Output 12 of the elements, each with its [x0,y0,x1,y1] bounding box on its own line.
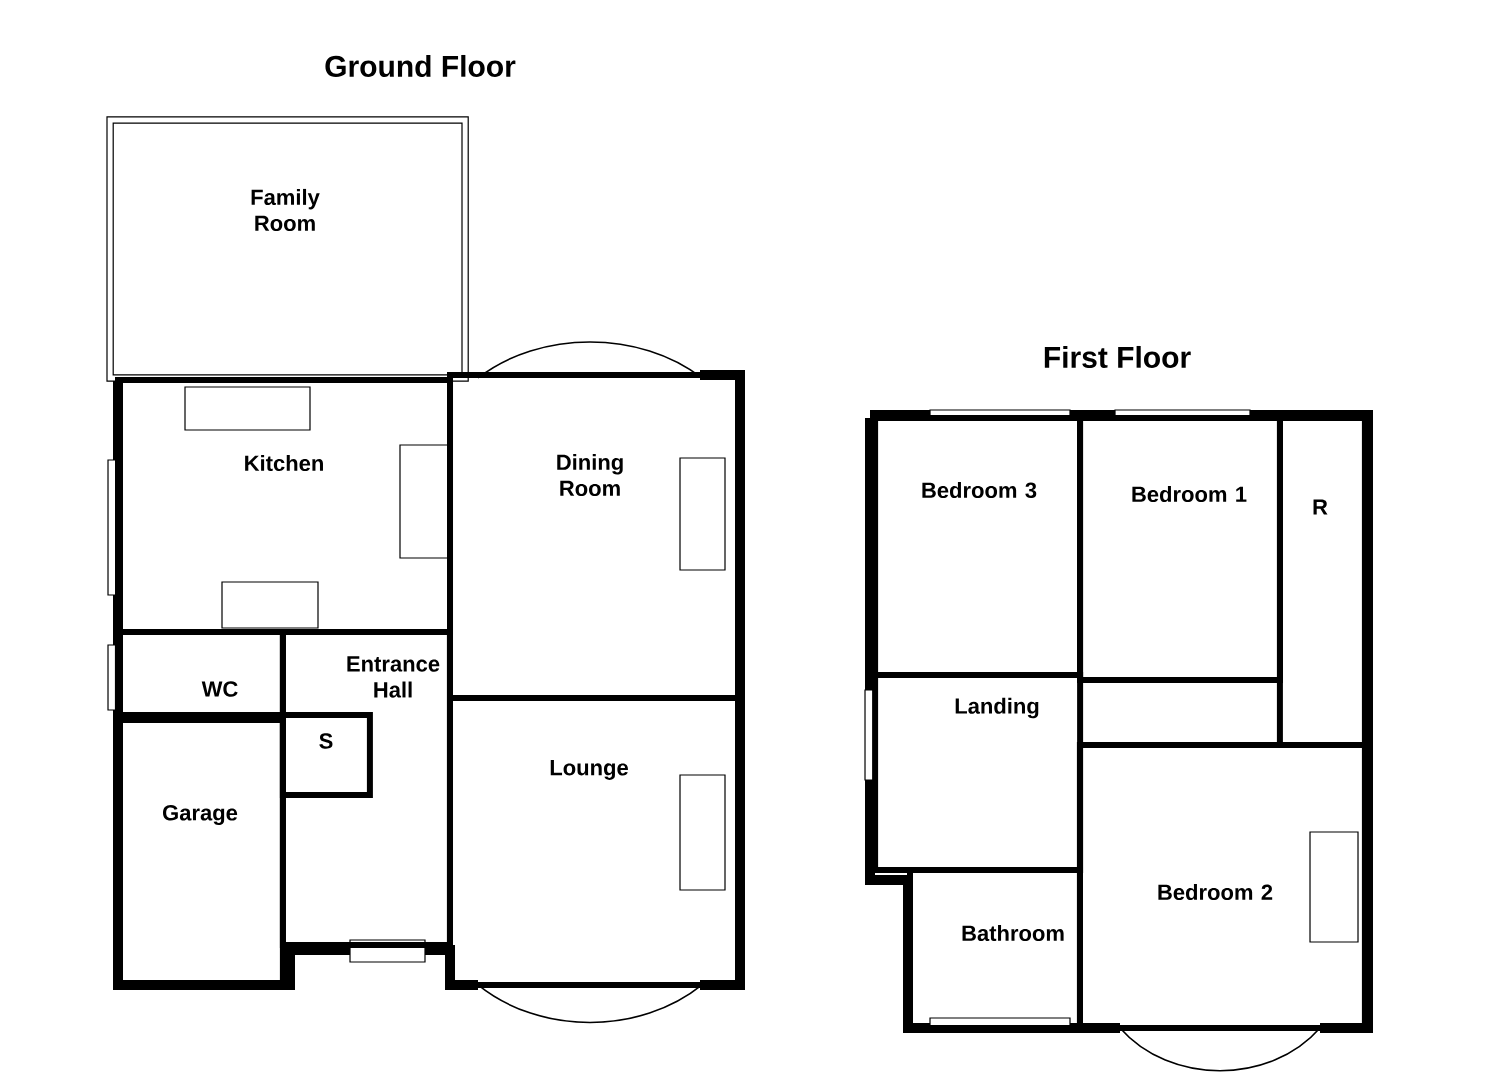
floor-heading: Ground Floor [325,54,516,77]
room: Lounge [447,695,743,989]
room: Family Room [106,116,469,382]
room: Bathroom [907,867,1083,1031]
room: WC [114,629,286,719]
room: Bedroom 1 [1077,415,1283,683]
room: S [279,712,373,798]
room: Bedroom 3 [872,414,1084,678]
room: Kitchen [115,377,453,635]
room: Dining Room [447,371,743,701]
floor-heading: First Floor [1044,345,1191,368]
room: Landing [872,671,1084,873]
